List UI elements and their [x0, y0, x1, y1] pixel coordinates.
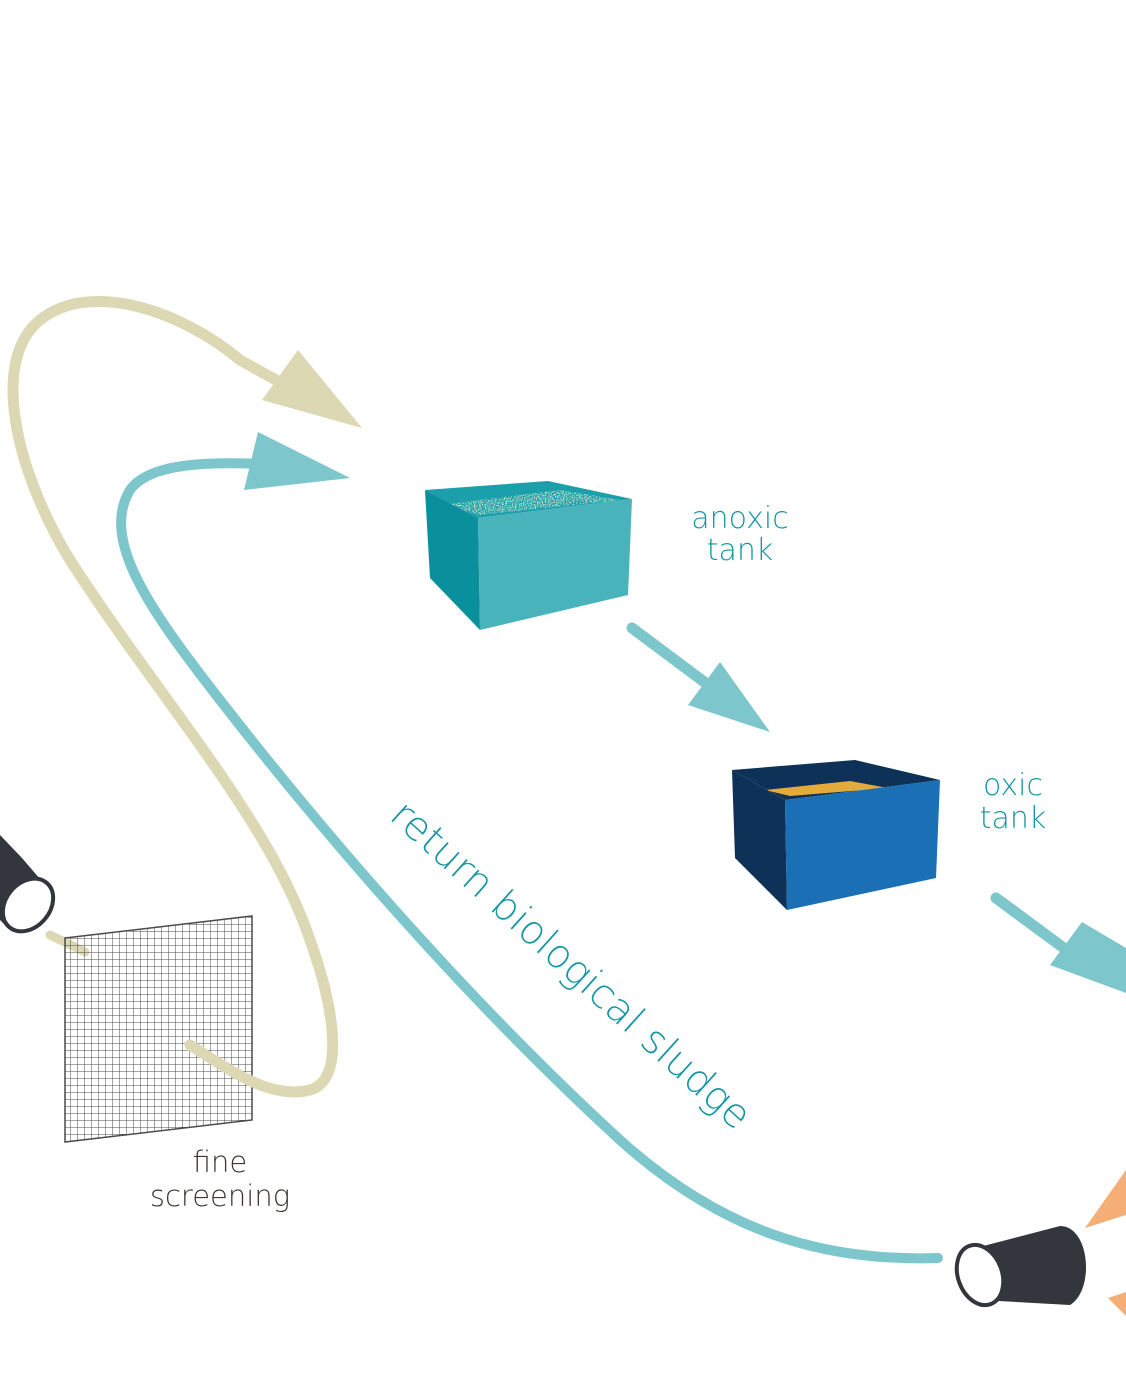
oxic-tank	[732, 760, 940, 910]
anoxic-tank-side	[425, 490, 480, 630]
screen-label-1: fine	[193, 1145, 248, 1179]
screen-label-2: screening	[150, 1179, 290, 1213]
arrow-anoxic-to-oxic	[626, 622, 770, 732]
arrow-oxic-out	[990, 892, 1126, 993]
fine-screen-grid	[64, 915, 253, 1143]
teal-arrowhead-in	[244, 432, 350, 490]
anoxic-label-1: anoxic	[691, 501, 788, 536]
beige-arrowhead	[262, 350, 362, 428]
orange-accent-bottom	[1108, 1292, 1126, 1316]
anoxic-tank-front	[478, 499, 632, 630]
return-pipe	[954, 1226, 1087, 1308]
anoxic-label-2: tank	[707, 533, 774, 568]
anoxic-tank-sludge	[440, 490, 620, 515]
anoxic-tank	[425, 481, 632, 630]
inlet-pipe	[0, 835, 56, 934]
orange-accent-top	[1085, 1170, 1126, 1228]
beige-loop-path	[7, 295, 339, 1098]
inlet-pipe-opening	[0, 876, 56, 934]
fine-screen	[64, 915, 253, 1143]
oxic-tank-liquid	[765, 781, 888, 796]
return-pipe-opening	[954, 1242, 1006, 1308]
oxic-label-1: oxic	[983, 768, 1043, 803]
oxic-tank-front	[785, 780, 940, 910]
oxic-label-2: tank	[980, 801, 1047, 836]
return-sludge-path	[116, 458, 943, 1264]
oxic-tank-side	[732, 770, 787, 910]
